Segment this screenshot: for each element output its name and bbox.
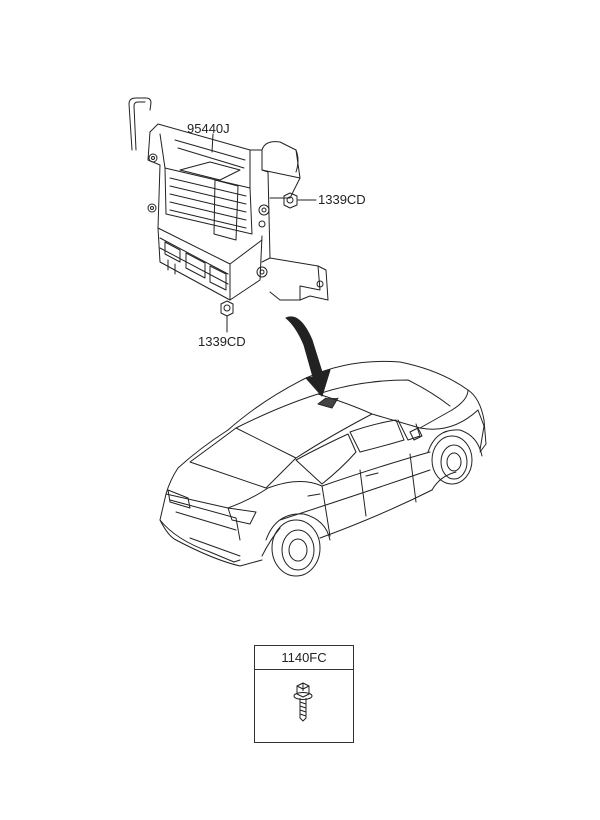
part-label-nut-right: 1339CD bbox=[318, 192, 366, 207]
car-illustration bbox=[159, 360, 487, 577]
part-label-ecu: 95440J bbox=[187, 121, 230, 136]
bolt-icon bbox=[293, 682, 313, 722]
legend-box: 1140FC bbox=[254, 645, 354, 743]
legend-part-number: 1140FC bbox=[255, 646, 353, 670]
nut-left-icon bbox=[220, 300, 234, 333]
location-arrow bbox=[285, 316, 339, 409]
nut-right-icon bbox=[283, 192, 317, 209]
part-label-nut-left: 1339CD bbox=[198, 334, 246, 349]
ecu-module-assembly bbox=[128, 97, 329, 301]
